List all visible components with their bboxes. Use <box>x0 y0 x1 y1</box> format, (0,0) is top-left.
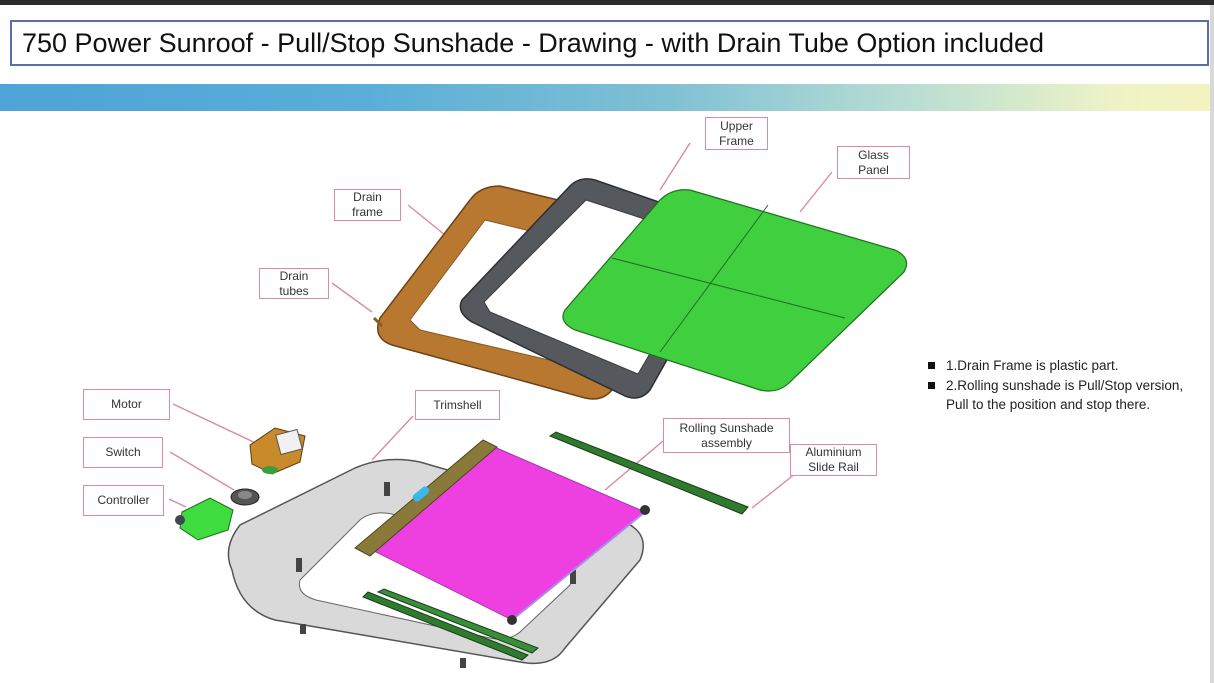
gradient-band <box>0 84 1210 111</box>
square-bullet-icon <box>928 362 935 369</box>
notes-list: 1.Drain Frame is plastic part. 2.Rolling… <box>928 356 1198 415</box>
callout-switch: Switch <box>83 437 163 468</box>
callout-drain-frame: Drain frame <box>334 189 401 221</box>
callout-slide-rail: Aluminium Slide Rail <box>790 444 877 476</box>
page-title: 750 Power Sunroof - Pull/Stop Sunshade -… <box>10 20 1209 66</box>
exploded-sunroof-drawing <box>168 142 908 668</box>
switch-part <box>230 488 260 506</box>
controller-part <box>175 497 234 541</box>
scrollbar-edge <box>1210 5 1214 683</box>
rolling-sunshade-part <box>354 439 650 625</box>
note-text: 1.Drain Frame is plastic part. <box>946 358 1119 373</box>
note-item: 2.Rolling sunshade is Pull/Stop version,… <box>928 376 1198 415</box>
slide-rail-part <box>362 431 749 661</box>
note-item: 1.Drain Frame is plastic part. <box>928 356 1198 376</box>
callout-drain-tubes: Drain tubes <box>259 268 329 299</box>
callout-controller: Controller <box>83 485 164 516</box>
callout-trimshell: Trimshell <box>415 390 500 420</box>
note-text: 2.Rolling sunshade is Pull/Stop version,… <box>946 377 1184 413</box>
square-bullet-icon <box>928 381 935 389</box>
glass-panel-part <box>562 189 908 392</box>
motor-part <box>249 427 306 475</box>
callout-motor: Motor <box>83 389 170 420</box>
callout-glass-panel: Glass Panel <box>837 146 910 179</box>
callout-upper-frame: Upper Frame <box>705 117 768 150</box>
callout-rolling-sunshade: Rolling Sunshade assembly <box>663 418 790 453</box>
top-bar <box>0 0 1214 5</box>
